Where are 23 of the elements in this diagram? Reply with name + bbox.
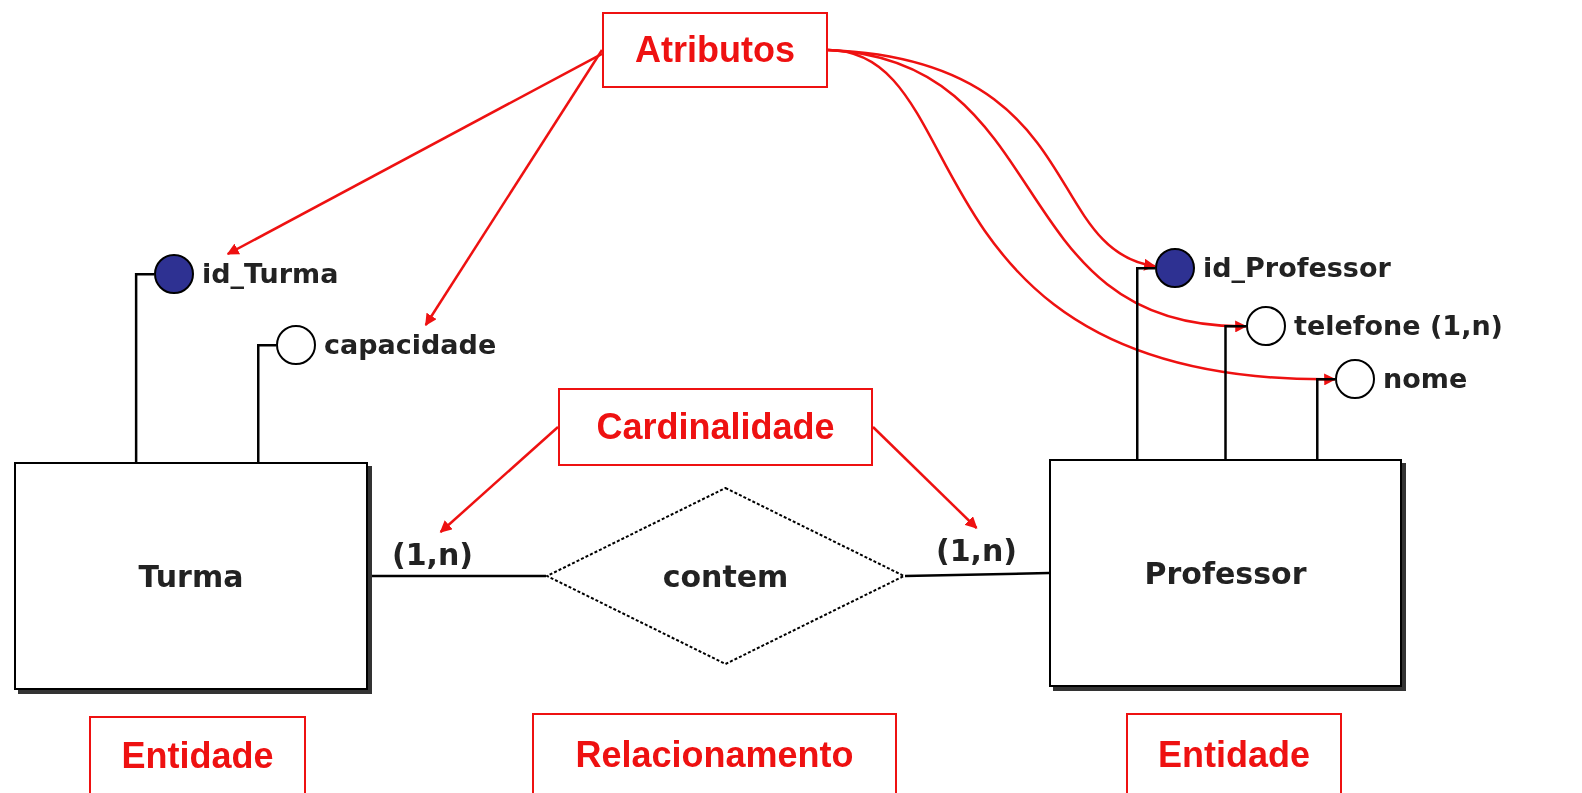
connector-line [904,571,1050,578]
leader-arrow [439,426,559,533]
attribute-name: telefone (1,n) [1294,309,1503,343]
connector-line [134,273,154,462]
attribute-name: nome [1383,362,1468,396]
note-box: Entidade [1126,713,1342,793]
connector-line [257,344,276,462]
note-box: Relacionamento [532,713,897,793]
attribute-name: id_Turma [202,257,339,291]
leader-arrow [424,49,604,326]
leader-arrow [226,52,603,256]
note-box: Cardinalidade [558,388,873,466]
cardinality-label: (1,n) [392,532,474,577]
attribute-name: capacidade [324,328,497,362]
connector-line [1224,325,1246,459]
connector-line [1136,267,1155,459]
attribute-name: id_Professor [1203,251,1391,285]
note-box: Entidade [89,716,306,793]
note-box: Atributos [602,12,828,88]
connector-line [1316,378,1335,459]
leader-arrow [872,426,978,529]
cardinality-label: (1,n) [936,528,1018,573]
relationship-name: contem [662,557,789,596]
